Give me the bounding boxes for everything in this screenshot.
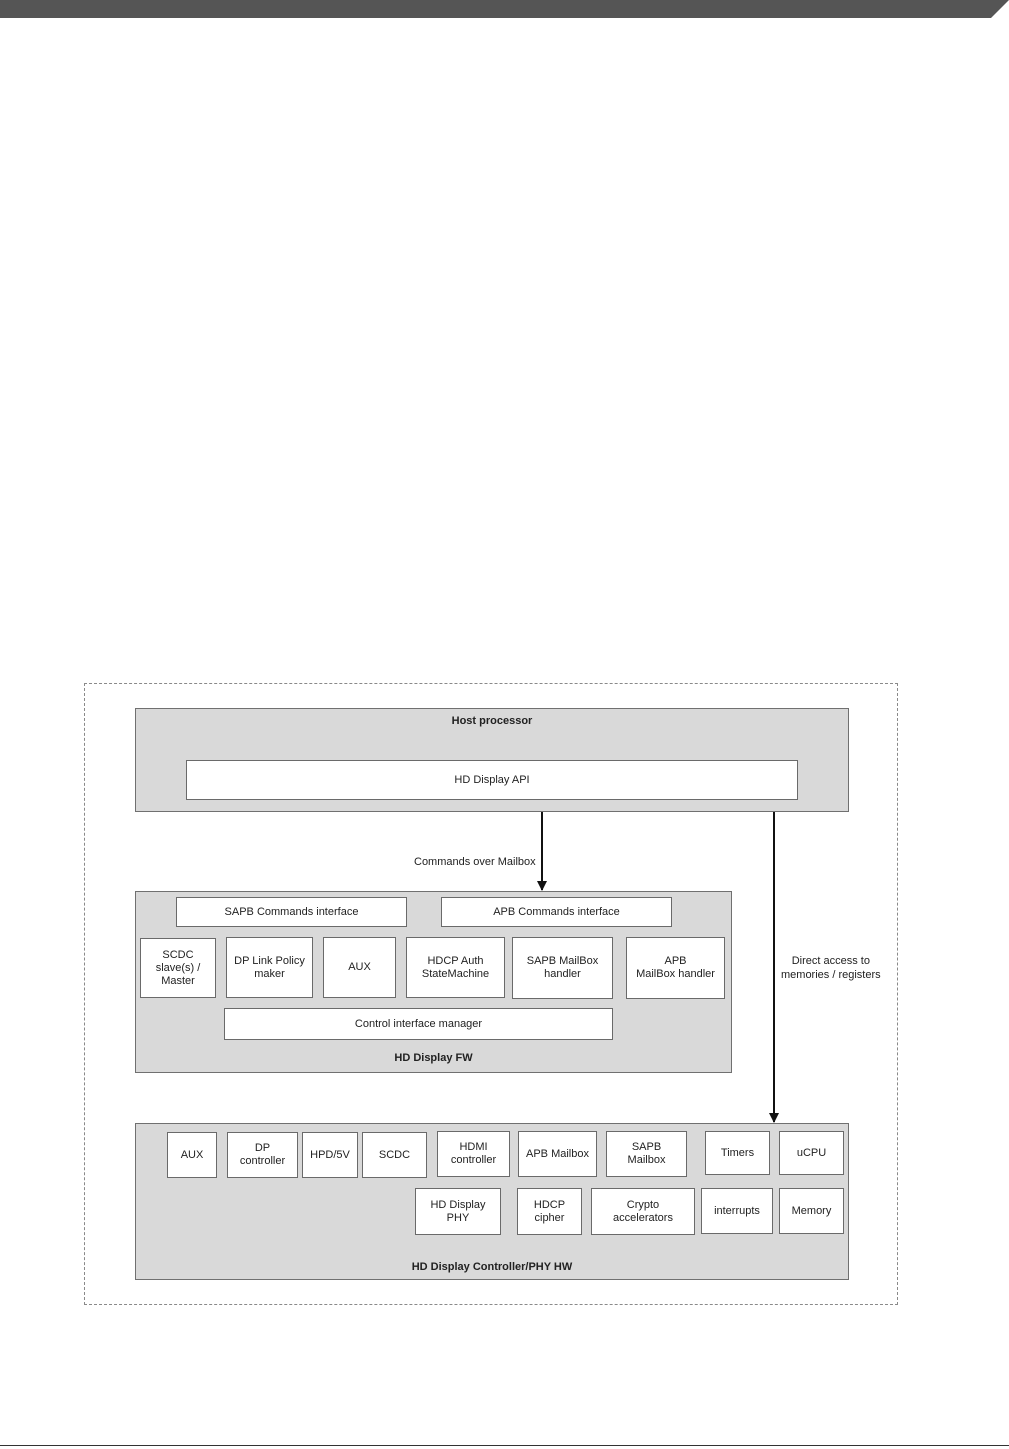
- apb-mailbox-box: APB Mailbox: [518, 1131, 597, 1177]
- hdcp-cipher-box: HDCP cipher: [517, 1188, 582, 1235]
- hd-display-api-box: HD Display API: [186, 760, 798, 800]
- apb-mailbox-handler-box: APB MailBox handler: [626, 937, 725, 999]
- commands-over-mailbox-label: Commands over Mailbox: [414, 856, 536, 868]
- page-header-bar: [0, 0, 1009, 18]
- sapb-mailbox-handler-box: SAPB MailBox handler: [512, 937, 613, 999]
- hd-display-phy-box: HD Display PHY: [415, 1188, 501, 1235]
- hd-display-hw-title: HD Display Controller/PHY HW: [411, 1261, 573, 1273]
- hw-scdc-box: SCDC: [362, 1132, 427, 1178]
- crypto-accelerators-box: Crypto accelerators: [591, 1188, 695, 1235]
- direct-access-label: Direct access to memories / registers: [781, 955, 881, 981]
- apb-commands-interface-box: APB Commands interface: [441, 897, 672, 927]
- sapb-mailbox-box: SAPB Mailbox: [606, 1131, 687, 1177]
- hw-aux-box: AUX: [167, 1132, 217, 1178]
- dp-link-policy-box: DP Link Policy maker: [226, 937, 313, 998]
- page-footer-rule: [0, 1445, 1009, 1446]
- memory-box: Memory: [779, 1188, 844, 1234]
- sapb-commands-interface-box: SAPB Commands interface: [176, 897, 407, 927]
- control-interface-manager-box: Control interface manager: [224, 1008, 613, 1040]
- hd-display-fw-title: HD Display FW: [394, 1052, 473, 1064]
- diagram-frame: [84, 683, 898, 1305]
- hdcp-auth-statemachine-box: HDCP Auth StateMachine: [406, 937, 505, 998]
- host-processor-title: Host processor: [451, 715, 533, 727]
- ucpu-box: uCPU: [779, 1131, 844, 1175]
- fw-aux-box: AUX: [323, 937, 396, 998]
- interrupts-box: interrupts: [701, 1188, 773, 1234]
- timers-box: Timers: [705, 1131, 770, 1175]
- hdmi-controller-box: HDMI controller: [437, 1131, 510, 1177]
- scdc-slave-master-box: SCDC slave(s) / Master: [140, 938, 216, 998]
- dp-controller-box: DP controller: [227, 1132, 298, 1178]
- hpd-5v-box: HPD/5V: [302, 1132, 358, 1178]
